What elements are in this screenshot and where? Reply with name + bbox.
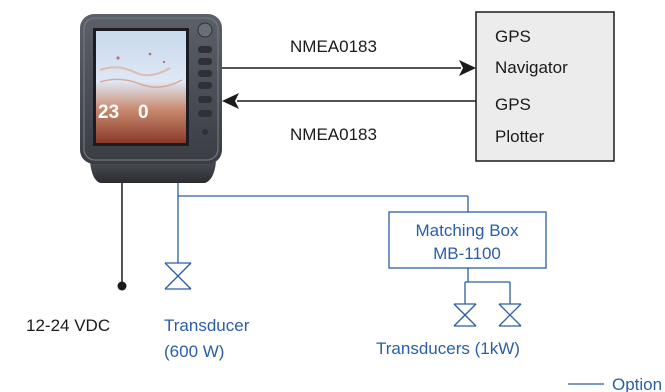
gps-box-line3: GPS [495,95,531,114]
gps-box-line2: Navigator [495,58,568,77]
unit-screen [96,31,186,143]
matching-box-line2: MB-1100 [433,244,501,263]
matching-box [388,211,547,269]
unit-stand [90,162,216,183]
unit-knob[interactable] [197,22,213,38]
gps-box [475,11,615,162]
transducer-icon [164,262,192,290]
legend-label: Option [612,375,662,392]
matching-box-line1: Matching Box [416,221,519,240]
power-label: 12-24 VDC [26,316,110,335]
transducers-label: Transducers (1kW) [376,339,520,358]
transducer-label-line1: Transducer [164,316,250,335]
power-terminal [117,281,127,291]
unit-button[interactable] [198,70,212,77]
gps-box-line1: GPS [495,27,531,46]
screen-depth-left: 23 [98,102,119,123]
unit-power-button[interactable] [202,129,208,135]
arrow-left-icon [222,93,239,109]
transducer-1kw-icon [453,303,477,327]
fish-finder-unit: 23 0 [80,14,222,183]
unit-button[interactable] [198,82,212,89]
arrow-right-icon [459,60,476,76]
unit-button[interactable] [198,58,212,65]
unit-button[interactable] [198,110,212,117]
gps-box-line4: Plotter [495,127,544,146]
transducer-label-line2: (600 W) [164,342,224,361]
screen-depth-right: 0 [138,102,149,123]
nmea-label-top: NMEA0183 [290,37,377,56]
unit-button[interactable] [198,46,212,53]
nmea-label-bottom: NMEA0183 [290,125,377,144]
transducer-cabling [177,183,511,304]
unit-button[interactable] [198,96,212,103]
transducer-1kw-icon [498,303,522,327]
